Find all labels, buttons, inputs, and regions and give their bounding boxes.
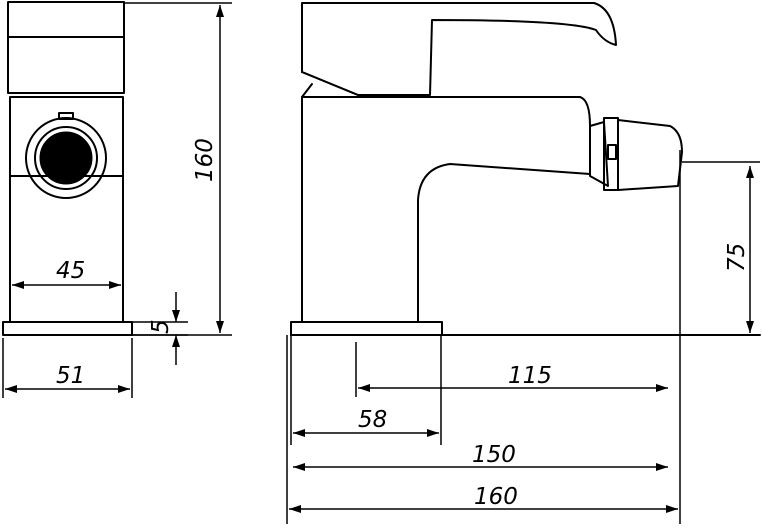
dim-spout-height: 75 [682, 161, 760, 333]
dim-base-width: 58 [293, 407, 439, 437]
dim-base-width-label: 58 [358, 407, 387, 433]
side-body [9, 96, 124, 323]
dim-body-reach-label: 150 [472, 442, 516, 468]
dim-base-height-label: 5 [148, 319, 174, 334]
dim-total-length: 160 [289, 484, 678, 513]
dim-body-reach: 150 [293, 442, 668, 471]
dim-side-width-label: 51 [56, 363, 85, 389]
dim-spout-reach-label: 115 [508, 363, 552, 389]
front-body [301, 96, 591, 323]
front-lever [301, 2, 617, 96]
side-base [2, 321, 133, 336]
dim-side-width: 51 [2, 338, 133, 398]
dim-body-width: 45 [12, 258, 121, 289]
dim-total-height: 160 [124, 2, 232, 336]
dim-total-length-label: 160 [474, 484, 518, 510]
side-lever [7, 1, 125, 94]
side-view [2, 1, 133, 336]
side-outlet [25, 112, 107, 199]
front-nozzle [589, 117, 683, 191]
front-base [290, 321, 443, 336]
dim-body-width-label: 45 [56, 258, 85, 284]
dim-spout-reach: 115 [358, 363, 668, 392]
dim-base-height: 5 [132, 292, 188, 365]
dim-total-height-label: 160 [192, 138, 218, 182]
front-view [290, 2, 761, 336]
dim-spout-height-label: 75 [724, 243, 750, 272]
